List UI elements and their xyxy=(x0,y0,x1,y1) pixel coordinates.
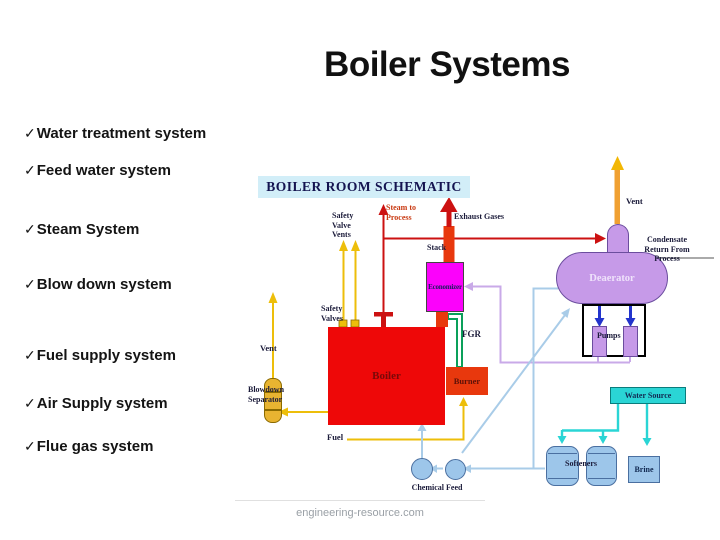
pump-suction-arrows xyxy=(594,305,636,327)
check-icon: ✓ xyxy=(24,221,36,237)
blowdown-separator-vessel xyxy=(264,378,282,423)
economizer-label: Economizer xyxy=(428,283,462,291)
soft-water-lines xyxy=(417,287,570,473)
page-title: Boiler Systems xyxy=(324,45,570,84)
economizer-boiler-duct xyxy=(436,312,448,327)
blowdown-vent-line xyxy=(268,292,278,378)
safety-valves-label: Safety Valves xyxy=(321,304,343,323)
raw-water-lines xyxy=(557,403,652,446)
list-item-label: Air Supply system xyxy=(36,395,168,412)
deaerator-vent-label: Vent xyxy=(626,196,643,206)
deaerator-label: Deaerator xyxy=(589,272,635,284)
softener-vessel xyxy=(586,446,617,486)
fgr-label: FGR xyxy=(462,329,481,339)
safety-valve-vents-label: Safety Valve Vents xyxy=(332,211,354,239)
list-item: ✓Blow down system xyxy=(24,276,172,293)
burner-label: Burner xyxy=(453,376,481,386)
pump-housing xyxy=(582,304,646,357)
schematic-heading: BOILER ROOM SCHEMATIC xyxy=(258,176,470,198)
boiler-vessel: Boiler xyxy=(328,327,445,425)
stack-label: Stack xyxy=(427,243,447,252)
list-item-label: Blow down system xyxy=(36,276,172,293)
softener-seam xyxy=(588,478,615,479)
separator-seam xyxy=(265,409,281,411)
burner-box: Burner xyxy=(446,367,488,395)
deaerator-vessel: Deaerator xyxy=(556,252,668,304)
blowdown-vent-label: Vent xyxy=(260,343,277,353)
steam-to-process-line xyxy=(374,204,393,327)
steam-supply-line xyxy=(383,233,606,244)
blowdown-line xyxy=(278,407,328,417)
chemical-feed-pump xyxy=(411,458,433,480)
check-icon: ✓ xyxy=(24,162,36,178)
exhaust-gases-label: Exhaust Gases xyxy=(454,212,505,221)
feed-pump xyxy=(592,326,607,357)
brine-label: Brine xyxy=(634,465,654,474)
blowdown-separator-label: Blowdown Separator xyxy=(248,385,285,404)
softener-vessel xyxy=(546,446,579,486)
water-source-label: Water Source xyxy=(624,391,672,400)
list-item: ✓Air Supply system xyxy=(24,395,168,412)
feed-pump xyxy=(623,326,638,357)
steam-to-process-label: Steam to Process xyxy=(386,203,416,222)
check-icon: ✓ xyxy=(24,347,36,363)
fgr-duct xyxy=(448,313,463,367)
list-item: ✓Water treatment system xyxy=(24,125,206,142)
economizer-box: Economizer xyxy=(426,262,464,312)
deaerator-vent-line xyxy=(611,156,624,224)
separator-seam xyxy=(265,391,281,393)
footer-divider xyxy=(235,500,485,501)
fuel-label: Fuel xyxy=(327,432,344,442)
softeners-label: Softeners xyxy=(565,459,597,468)
check-icon: ✓ xyxy=(24,395,36,411)
list-item: ✓Fuel supply system xyxy=(24,347,176,364)
deaerator-dome xyxy=(607,224,629,254)
list-item: ✓Flue gas system xyxy=(24,438,153,455)
softener-seam xyxy=(548,453,577,454)
list-item: ✓Feed water system xyxy=(24,162,171,179)
list-item-label: Flue gas system xyxy=(36,438,154,455)
check-icon: ✓ xyxy=(24,125,36,141)
check-icon: ✓ xyxy=(24,276,36,292)
safety-valve-vent-lines xyxy=(338,240,360,328)
list-item-label: Steam System xyxy=(36,221,140,238)
softener-seam xyxy=(548,478,577,479)
condensate-return-label: Condensate Return From Process xyxy=(644,235,690,263)
footer-text: engineering-resource.com xyxy=(296,507,424,519)
boiler-label: Boiler xyxy=(372,370,401,382)
feedwater-line xyxy=(464,282,631,364)
list-item: ✓Steam System xyxy=(24,221,139,238)
chemical-feed-pump xyxy=(445,459,466,480)
list-item-label: Fuel supply system xyxy=(36,347,176,364)
check-icon: ✓ xyxy=(24,438,36,454)
pumps-label: Pumps xyxy=(597,331,621,340)
list-item-label: Water treatment system xyxy=(36,125,207,142)
stack-shape xyxy=(440,197,458,264)
list-item-label: Feed water system xyxy=(36,162,171,179)
fuel-line xyxy=(347,397,468,441)
softener-seam xyxy=(588,453,615,454)
brine-box: Brine xyxy=(628,456,660,483)
water-source-box: Water Source xyxy=(610,387,686,404)
chemical-feed-label: Chemical Feed xyxy=(411,483,463,492)
